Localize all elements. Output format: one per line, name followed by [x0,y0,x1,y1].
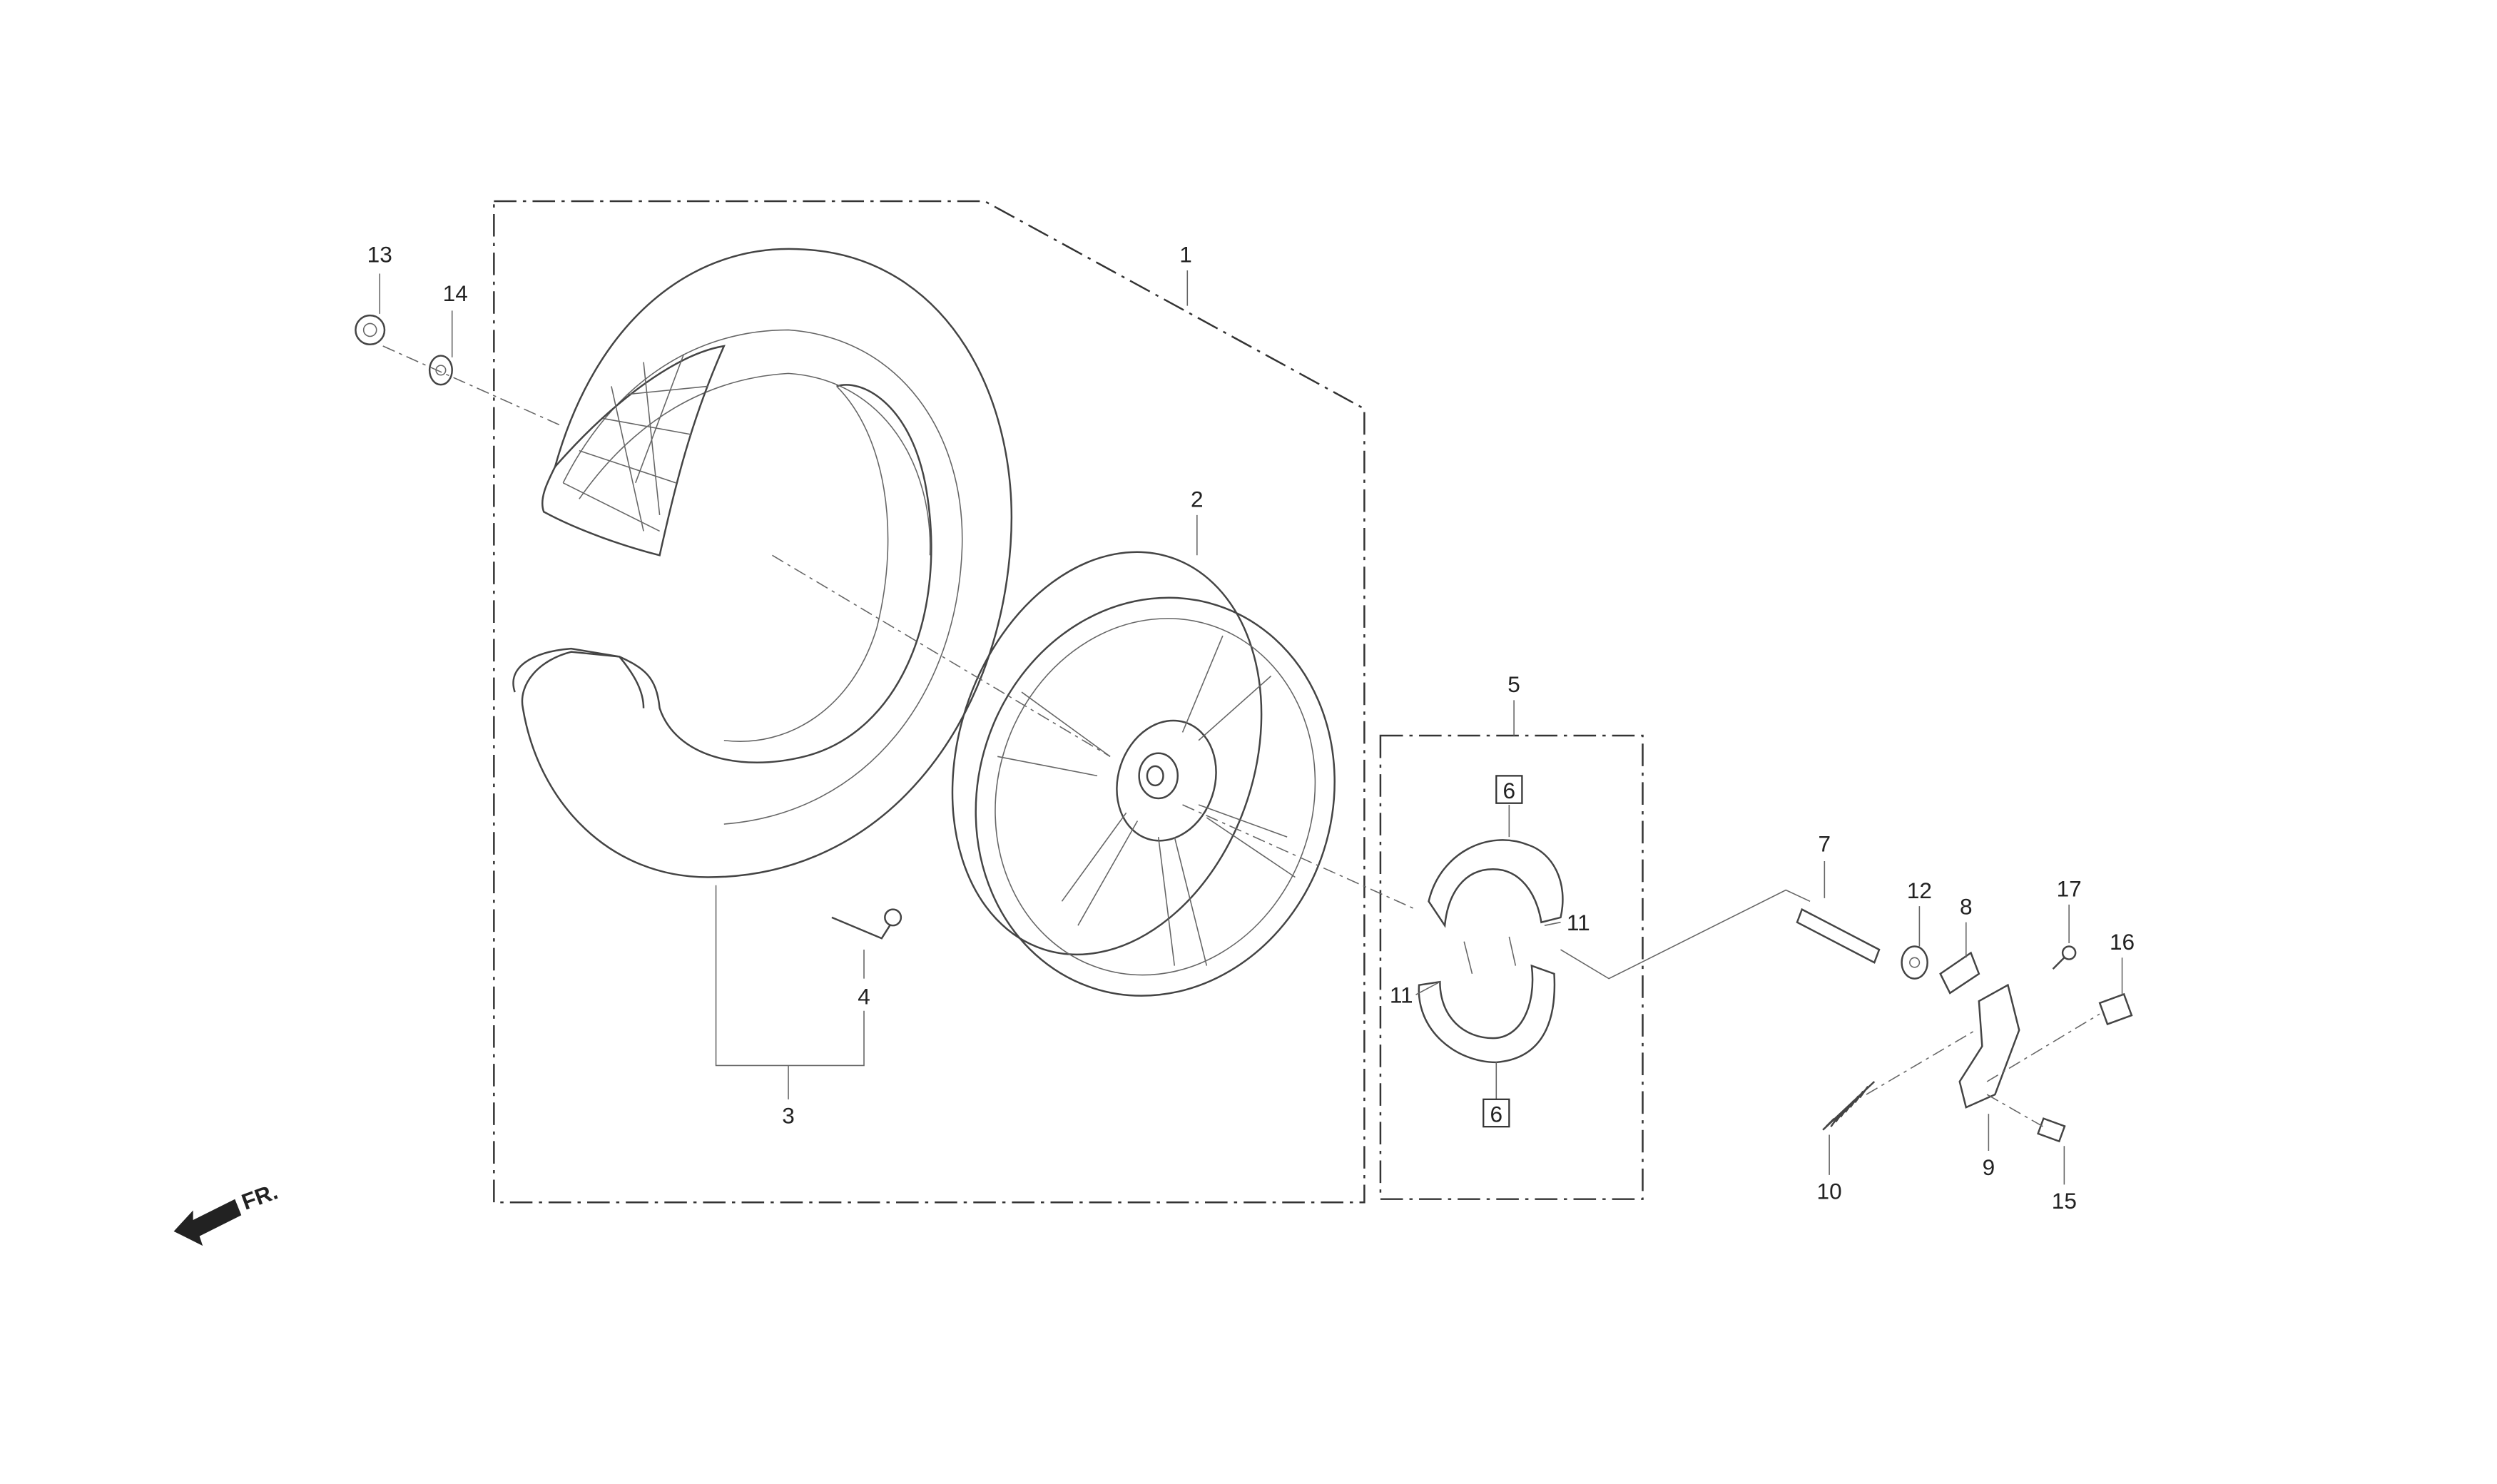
callout-11-right: 11 [1567,910,1590,935]
wheel-rim [951,551,1336,997]
direction-label: FR. [238,1179,281,1215]
bolt-17 [2052,945,2077,970]
valve-stem [831,908,902,940]
callout-3: 3 [782,1103,795,1129]
callout-8: 8 [1960,893,1973,919]
front-direction-indicator: FR. [173,1179,281,1246]
callout-6-top: 6 [1503,778,1516,803]
callout-15: 15 [2052,1188,2077,1214]
assembly-boundary-5 [1379,734,1644,1200]
callout-13: 13 [367,242,392,268]
leader-lines [379,270,2123,1185]
indicator-plate-8 [1939,951,1980,995]
callout-5: 5 [1507,671,1520,697]
callout-9: 9 [1983,1154,1995,1180]
camshaft-7 [1796,908,1881,964]
nut-13 [355,314,386,346]
brake-arm-9 [1958,983,2020,1109]
washer-14 [428,355,453,386]
brake-shoes [1418,839,1564,1064]
callout-16: 16 [2110,929,2135,955]
callout-6-bottom: 6 [1490,1101,1503,1127]
callout-17: 17 [2057,876,2082,902]
spring-10 [1822,1081,1876,1131]
callout-12: 12 [1907,878,1932,903]
callout-6-box-bottom [1483,1098,1510,1128]
callout-2: 2 [1191,487,1204,512]
callout-4: 4 [858,984,870,1010]
nut-16 [2098,992,2133,1026]
seal-12 [1901,945,1928,980]
front-arrow-icon [173,1199,242,1246]
tire [512,248,1013,878]
callout-11-left: 11 [1390,982,1413,1007]
callout-6-box-top [1495,775,1523,804]
callout-14: 14 [443,280,468,306]
callout-1: 1 [1179,242,1192,268]
cap-15 [2037,1117,2066,1143]
assembly-boundary-1 [493,200,1366,1204]
callout-7: 7 [1819,830,1831,856]
callout-10: 10 [1817,1179,1842,1204]
